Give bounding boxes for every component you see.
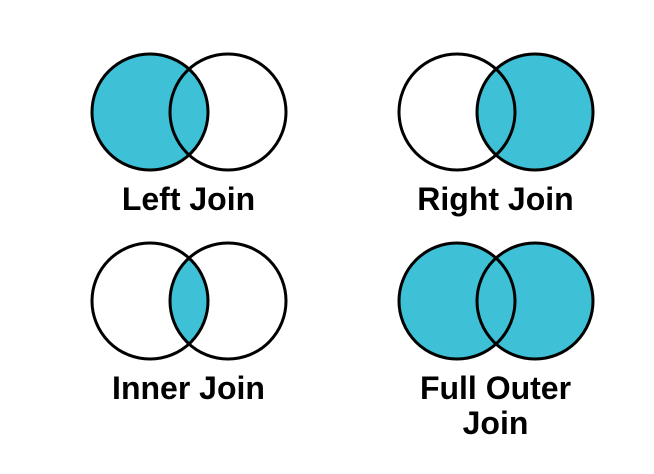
left-join-label: Left Join — [121, 181, 256, 217]
left-join-venn-diagram — [90, 52, 287, 172]
right-join-label: Right Join — [417, 181, 574, 217]
right-join-cell: Right Join — [342, 50, 649, 217]
inner-join-label: Inner Join — [112, 370, 265, 407]
right-join-venn-diagram — [397, 52, 594, 172]
left-join-cell: Left Join — [35, 50, 342, 217]
full-outer-join-label: Full Outer Join — [419, 370, 572, 442]
inner-join-cell: Inner Join — [35, 239, 342, 441]
full-outer-join-venn-diagram — [397, 241, 594, 361]
inner-join-venn-diagram — [90, 241, 287, 361]
full-outer-join-cell: Full Outer Join — [342, 239, 649, 441]
